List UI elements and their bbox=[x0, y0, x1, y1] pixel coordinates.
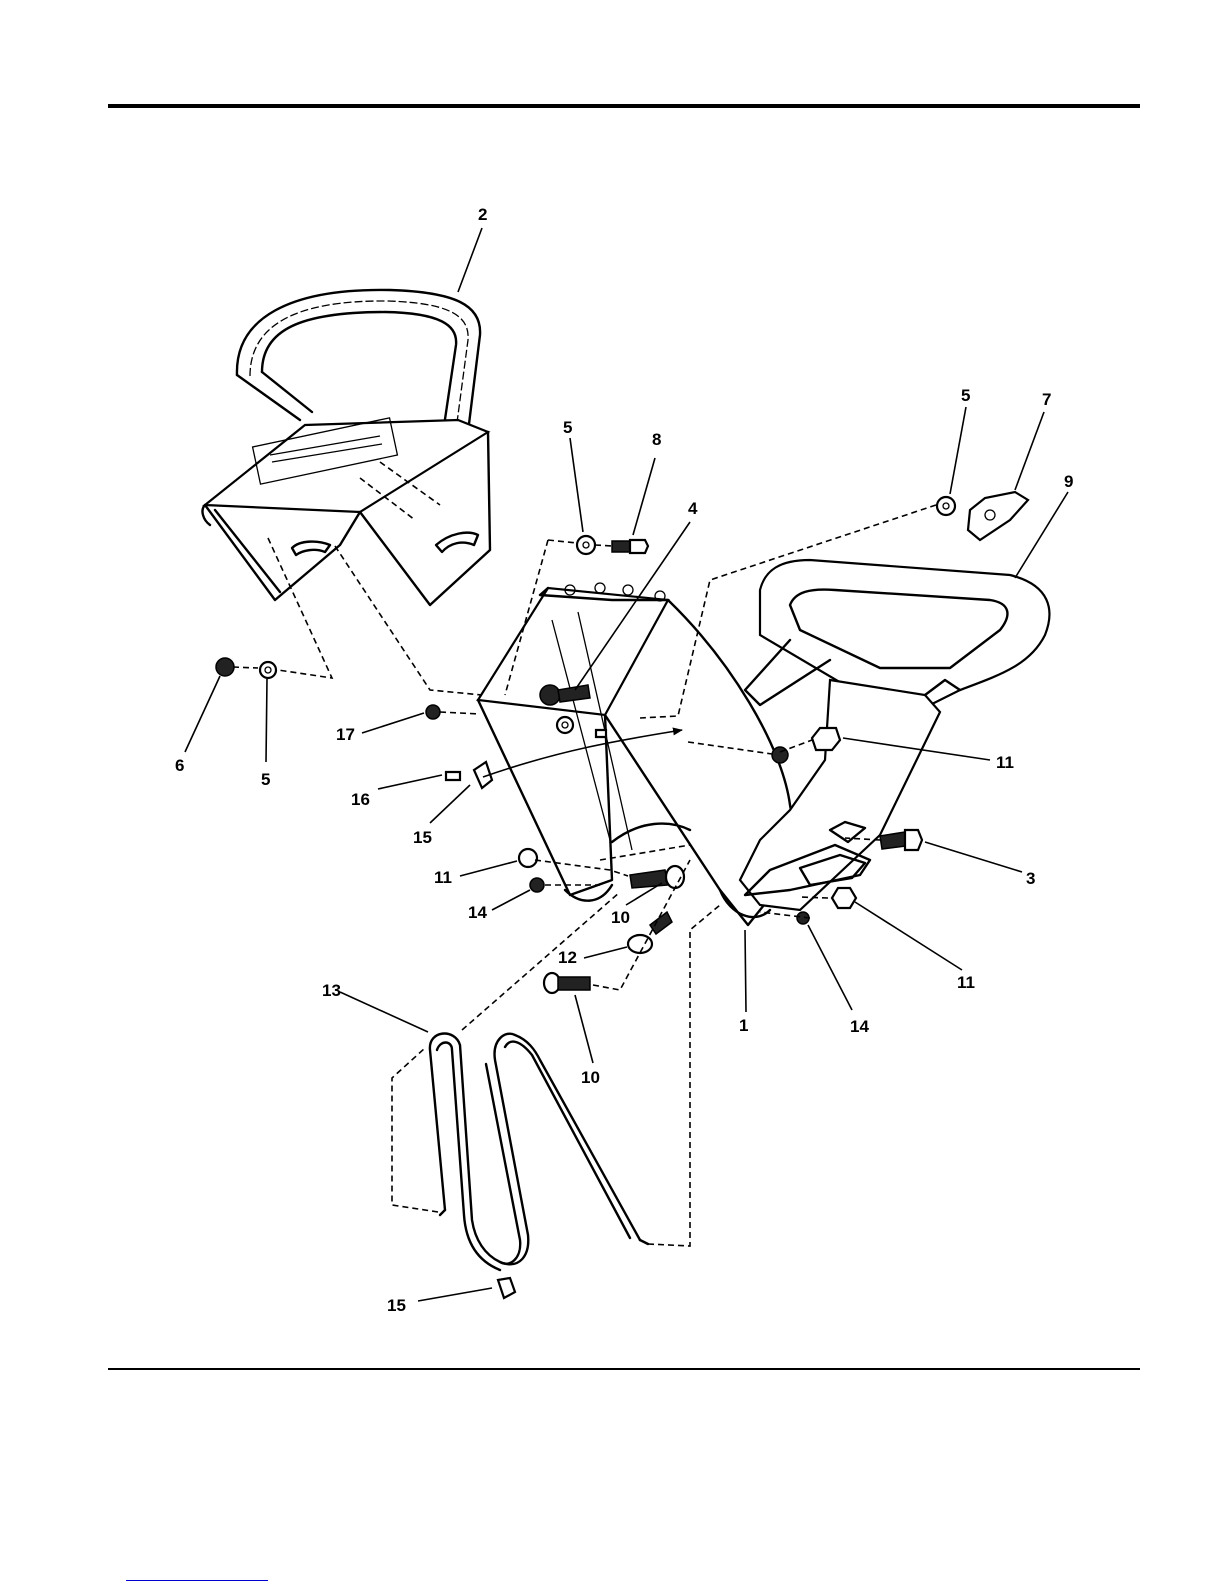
callout-12: 12 bbox=[558, 948, 577, 967]
callout-14-left: 14 bbox=[468, 903, 487, 922]
callout-16: 16 bbox=[351, 790, 370, 809]
callout-17: 17 bbox=[336, 725, 355, 744]
callout-2: 2 bbox=[478, 205, 487, 224]
upper-handle-part bbox=[203, 290, 490, 605]
callout-5-right: 5 bbox=[961, 386, 970, 405]
callout-11-upper-right: 11 bbox=[996, 753, 1014, 772]
callout-14-right: 14 bbox=[850, 1017, 869, 1036]
callout-9: 9 bbox=[1064, 472, 1073, 491]
callout-5-left: 5 bbox=[261, 770, 270, 789]
callout-7: 7 bbox=[1042, 390, 1051, 409]
callout-10-lower: 10 bbox=[581, 1068, 600, 1087]
footer-link-underline[interactable] bbox=[126, 1580, 268, 1581]
callout-3: 3 bbox=[1026, 869, 1035, 888]
callout-15-upper: 15 bbox=[413, 828, 432, 847]
callout-6: 6 bbox=[175, 756, 184, 775]
callout-4: 4 bbox=[688, 499, 698, 518]
callout-10-upper: 10 bbox=[611, 908, 630, 927]
callout-11-lower-right: 11 bbox=[957, 973, 975, 992]
cable-rod-part bbox=[430, 1034, 648, 1270]
callout-5-top: 5 bbox=[563, 418, 572, 437]
callout-labels: 2 5 8 4 5 7 9 6 5 17 16 15 11 14 10 12 1… bbox=[175, 205, 1073, 1315]
callout-11-left: 11 bbox=[434, 868, 452, 887]
footer-rule bbox=[108, 1368, 1140, 1370]
leader-lines bbox=[185, 228, 1068, 1301]
callout-8: 8 bbox=[652, 430, 661, 449]
callout-15-lower: 15 bbox=[387, 1296, 406, 1315]
callout-1: 1 bbox=[739, 1016, 748, 1035]
callout-13: 13 bbox=[322, 981, 341, 1000]
lower-handle-part bbox=[740, 560, 1049, 910]
